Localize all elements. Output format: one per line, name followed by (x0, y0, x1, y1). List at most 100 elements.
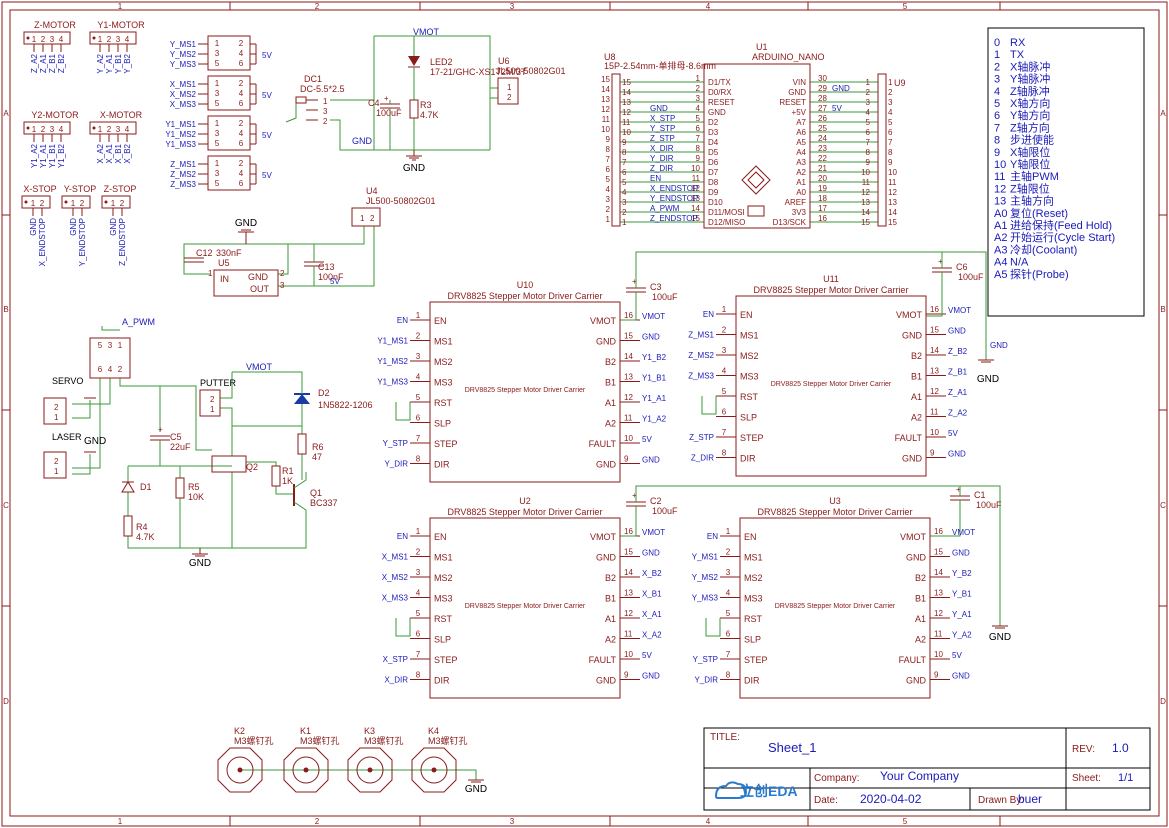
header-net: Y_B1 (114, 53, 123, 73)
hole-ref: K3 (364, 726, 375, 736)
jumper-net: Y1_MS1 (165, 120, 196, 129)
hole-center (367, 767, 373, 773)
header-net: Y1_B1 (48, 143, 57, 168)
driver-pin-num: 1 (416, 527, 421, 536)
hole-outline (283, 747, 329, 793)
servo-label: SERVO (52, 376, 83, 386)
header-title: Y2-MOTOR (31, 110, 79, 120)
driver-ref: U11 (823, 274, 839, 284)
driver-pin-num: 9 (624, 671, 629, 680)
driver-pin-num: 5 (416, 393, 421, 402)
wire (275, 486, 294, 495)
driver-right-net: Y1_B2 (642, 353, 667, 362)
header-pin-num: 4 (125, 125, 130, 134)
hole-outline (217, 747, 263, 793)
u1-pin-num: 10 (691, 164, 700, 173)
u1-pin-num: 7 (696, 134, 701, 143)
driver-left-net: EN (707, 532, 718, 541)
header-net: X_A1 (105, 143, 114, 163)
driver-pin-name: A1 (605, 398, 616, 408)
u1-pin-name: D3 (708, 128, 719, 137)
driver-right-net: X_B1 (642, 590, 662, 599)
pwm-conn-body (89, 337, 131, 379)
r4-ref: R4 (136, 522, 148, 532)
col-marker: 2 (315, 2, 320, 11)
driver-left-net: EN (397, 532, 408, 541)
jumper-net: Z_MS1 (170, 160, 196, 169)
hole-ref: K4 (428, 726, 439, 736)
u8-pin: 4 (606, 185, 611, 194)
legend-pin: 9 (994, 147, 1000, 159)
driver-left-net: Y_STP (693, 655, 718, 664)
u8-pin-num: 5 (622, 178, 627, 187)
q1-ref: Q1 (310, 488, 322, 498)
wire (72, 378, 101, 469)
legend-text: Z轴限位 (1010, 181, 1050, 195)
stop-title: X-STOP (23, 184, 56, 194)
pin1-marker (26, 36, 30, 40)
driver-pin-name: B2 (605, 573, 616, 583)
jumper-body (207, 155, 251, 191)
u8-pin-num: 14 (622, 88, 631, 97)
u8-pin: 3 (606, 195, 611, 204)
driver-pin-name: A1 (605, 614, 616, 624)
driver-pin-name: MS3 (434, 594, 453, 604)
driver-cap-value: 100uF (652, 506, 678, 516)
r4-value: 4.7K (136, 532, 155, 542)
wire (220, 407, 233, 448)
jumper-5v: 5V (262, 51, 272, 60)
driver-pin-num: 10 (934, 650, 943, 659)
c13-ref: C13 (318, 262, 335, 272)
driver-pin-name: MS1 (740, 331, 759, 341)
hole-ring (226, 756, 254, 784)
u8-value: 15P-2.54mm-单排母-8.6mm (604, 60, 716, 71)
u9-pin-num: 8 (866, 148, 871, 157)
jumper-pin-num: 6 (239, 59, 244, 68)
stop-body (21, 195, 51, 209)
driver-center: DRV8825 Stepper Motor Driver Carrier (465, 387, 586, 394)
driver-pin-name: VMOT (590, 316, 617, 326)
jumper-pin-num: 2 (239, 159, 244, 168)
u9-pin: 9 (888, 158, 893, 167)
driver-right-net: Z_B2 (948, 347, 968, 356)
driver-center: DRV8825 Stepper Motor Driver Carrier (775, 603, 896, 610)
col-marker: 1 (118, 817, 123, 826)
u5-body (213, 269, 279, 297)
u1-pin-num: 9 (696, 154, 701, 163)
u1-pin-num: 20 (818, 174, 827, 183)
stop-net: Y_ENDSTOP (78, 218, 87, 266)
c12-ref: C12 (196, 248, 213, 258)
driver-pin-num: 2 (416, 332, 421, 341)
driver-center: DRV8825 Stepper Motor Driver Carrier (465, 603, 586, 610)
jumper-pin-num: 6 (239, 99, 244, 108)
driver-right-net: 5V (952, 651, 962, 660)
u8-pin-num: 10 (622, 128, 631, 137)
u6-body (497, 77, 519, 105)
driver-pin-num: 6 (416, 414, 421, 423)
header-pin-num: 3 (50, 35, 55, 44)
driver-pin-num: 13 (934, 589, 943, 598)
u1-pin-num: 16 (818, 214, 827, 223)
driver-pin-name: GND (906, 676, 927, 686)
sheet-label: Sheet: (1072, 773, 1101, 784)
u1-pin-num: 4 (696, 104, 701, 113)
jumper-pin-num: 4 (239, 169, 244, 178)
a-pwm-label: A_PWM (122, 317, 155, 327)
header-pin-num: 2 (107, 125, 112, 134)
driver-pin-num: 13 (930, 367, 939, 376)
driver-body (429, 301, 621, 483)
wire (701, 396, 717, 415)
driver-pin-num: 7 (416, 434, 421, 443)
u4-pin: 2 (370, 214, 375, 223)
driver-pin-name: MS2 (434, 573, 453, 583)
driver-ref: U10 (517, 280, 534, 290)
driver-pin-name: RST (744, 614, 763, 624)
driver-pin-name: A1 (911, 392, 922, 402)
r1-ref: R1 (282, 466, 294, 476)
u9-pin: 6 (888, 128, 893, 137)
u9-pin: 10 (888, 168, 897, 177)
u1-pin-name: D8 (708, 178, 719, 187)
header-net: X_B1 (114, 143, 123, 163)
q1-value: BC337 (310, 498, 338, 508)
wire (930, 500, 961, 537)
